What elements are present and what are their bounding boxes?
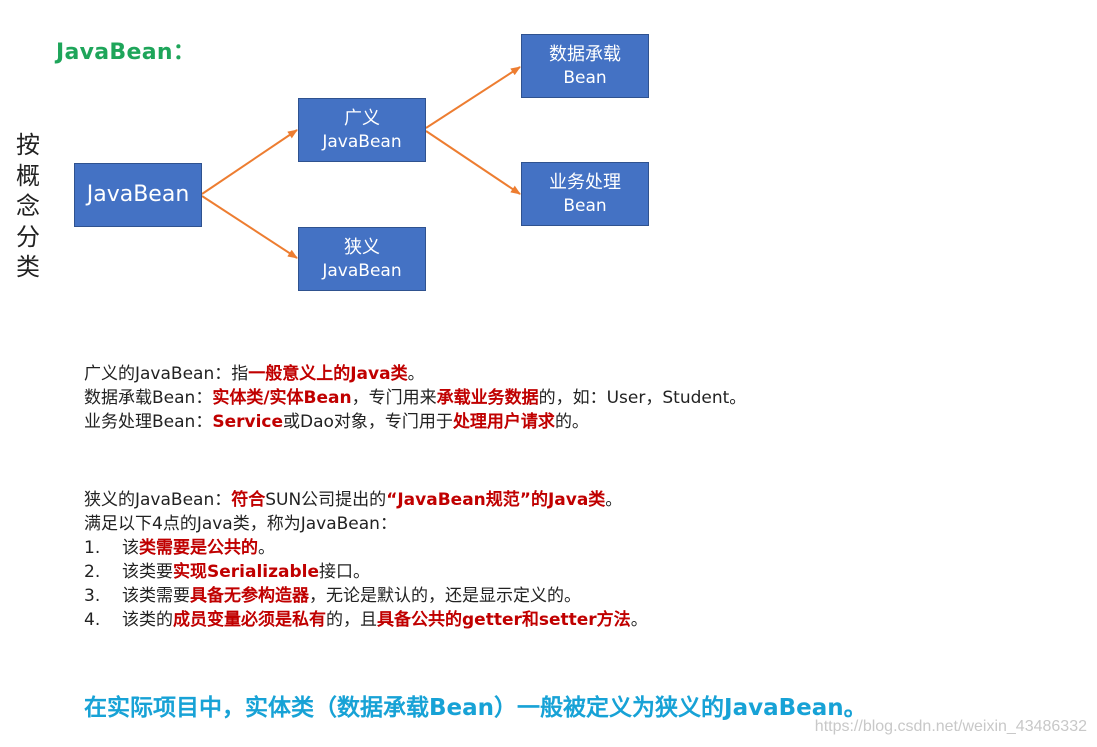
broad-note-line: 数据承载Bean：实体类/实体Bean，专门用来承载业务数据的，如：User，S… [84, 386, 746, 410]
highlight-text: 承载业务数据 [436, 388, 539, 408]
highlight-text: 成员变量必须是私有 [173, 610, 326, 630]
narrow-note-line: 狭义的JavaBean：符合SUN公司提出的“JavaBean规范”的Java类… [84, 488, 648, 512]
list-number: 2. [84, 562, 101, 582]
vertical-category-label: 按概念分类 [16, 131, 40, 281]
note-text: 业务处理Bean： [84, 412, 213, 432]
broad-javabean-notes: 广义的JavaBean：指一般意义上的Java类。数据承载Bean：实体类/实体… [84, 362, 746, 434]
narrow-note-line: 4. 该类的成员变量必须是私有的，且具备公共的getter和setter方法。 [84, 608, 648, 632]
narrow-javabean-notes: 狭义的JavaBean：符合SUN公司提出的“JavaBean规范”的Java类… [84, 488, 648, 632]
note-text: ，无论是默认的，还是显示定义的。 [309, 586, 581, 606]
narrow-note-line: 3. 该类需要具备无参构造器，无论是默认的，还是显示定义的。 [84, 584, 648, 608]
note-text: 狭义的JavaBean： [84, 490, 232, 510]
node-service-bean: 业务处理 Bean [521, 162, 649, 226]
note-text: 接口。 [319, 562, 371, 582]
note-text: 或Dao对象，专门用于 [283, 412, 453, 432]
node-service-bean-sublabel: Bean [563, 196, 607, 216]
highlight-text: 类需要是公共的 [139, 538, 258, 558]
broad-note-line: 业务处理Bean：Service或Dao对象，专门用于处理用户请求的。 [84, 410, 746, 434]
note-text: 该类要 [122, 562, 173, 582]
node-narrow-javabean: 狭义 JavaBean [298, 227, 426, 291]
highlight-text: 一般意义上的Java类 [248, 364, 408, 384]
arrow-root-to-broad [201, 129, 298, 195]
broad-note-line: 广义的JavaBean：指一般意义上的Java类。 [84, 362, 746, 386]
list-number: 4. [84, 610, 101, 630]
narrow-note-line: 1. 该类需要是公共的。 [84, 536, 648, 560]
note-text: 。 [258, 538, 275, 558]
node-broad-sublabel: JavaBean [322, 132, 402, 152]
note-text: 该类需要 [122, 586, 190, 606]
arrow-broad-to-data-bean [425, 66, 521, 129]
note-text: 。 [630, 610, 648, 630]
note-text: 该类的 [122, 610, 173, 630]
note-text: 。 [605, 490, 623, 510]
highlight-text: “JavaBean规范”的Java类 [386, 490, 606, 510]
node-broad-label: 广义 [344, 108, 380, 129]
note-text: 的，如：User，Student。 [538, 388, 747, 408]
page-title: JavaBean： [56, 40, 196, 65]
node-data-bean: 数据承载 Bean [521, 34, 649, 98]
node-service-bean-label: 业务处理 [549, 172, 621, 193]
node-javabean-label: JavaBean [86, 182, 190, 207]
highlight-text: 具备无参构造器 [190, 586, 309, 606]
arrow-broad-to-service-bean [425, 130, 521, 195]
highlight-text: 具备公共的getter和setter方法 [377, 610, 631, 630]
list-number: 3. [84, 586, 101, 606]
node-data-bean-label: 数据承载 [549, 44, 621, 65]
node-javabean: JavaBean [74, 163, 202, 227]
node-data-bean-sublabel: Bean [563, 68, 607, 88]
note-text: SUN公司提出的 [265, 490, 387, 510]
narrow-note-line: 满足以下4点的Java类，称为JavaBean： [84, 512, 648, 536]
note-text: 满足以下4点的Java类，称为JavaBean： [84, 514, 397, 534]
note-text: 该 [122, 538, 139, 558]
highlight-text: Service [212, 412, 284, 432]
highlight-text: 处理用户请求 [452, 412, 555, 432]
watermark-url: https://blog.csdn.net/weixin_43486332 [814, 718, 1087, 735]
node-narrow-label: 狭义 [344, 237, 380, 258]
note-text: 的。 [554, 412, 589, 432]
node-narrow-sublabel: JavaBean [322, 261, 402, 281]
note-text: 的，且 [326, 610, 377, 630]
highlight-text: 实体类/实体Bean [212, 388, 352, 408]
node-broad-javabean: 广义 JavaBean [298, 98, 426, 162]
note-text: 广义的JavaBean：指 [84, 364, 249, 384]
highlight-text: 符合 [231, 490, 266, 510]
arrow-root-to-narrow [201, 195, 298, 259]
narrow-note-line: 2. 该类要实现Serializable接口。 [84, 560, 648, 584]
note-text: 。 [407, 364, 425, 384]
list-number: 1. [84, 538, 101, 558]
note-text: ，专门用来 [351, 388, 437, 408]
highlight-text: 实现Serializable [173, 562, 320, 582]
note-text: 数据承载Bean： [84, 388, 213, 408]
summary-statement: 在实际项目中，实体类（数据承载Bean）一般被定义为狭义的JavaBean。 [84, 695, 867, 721]
